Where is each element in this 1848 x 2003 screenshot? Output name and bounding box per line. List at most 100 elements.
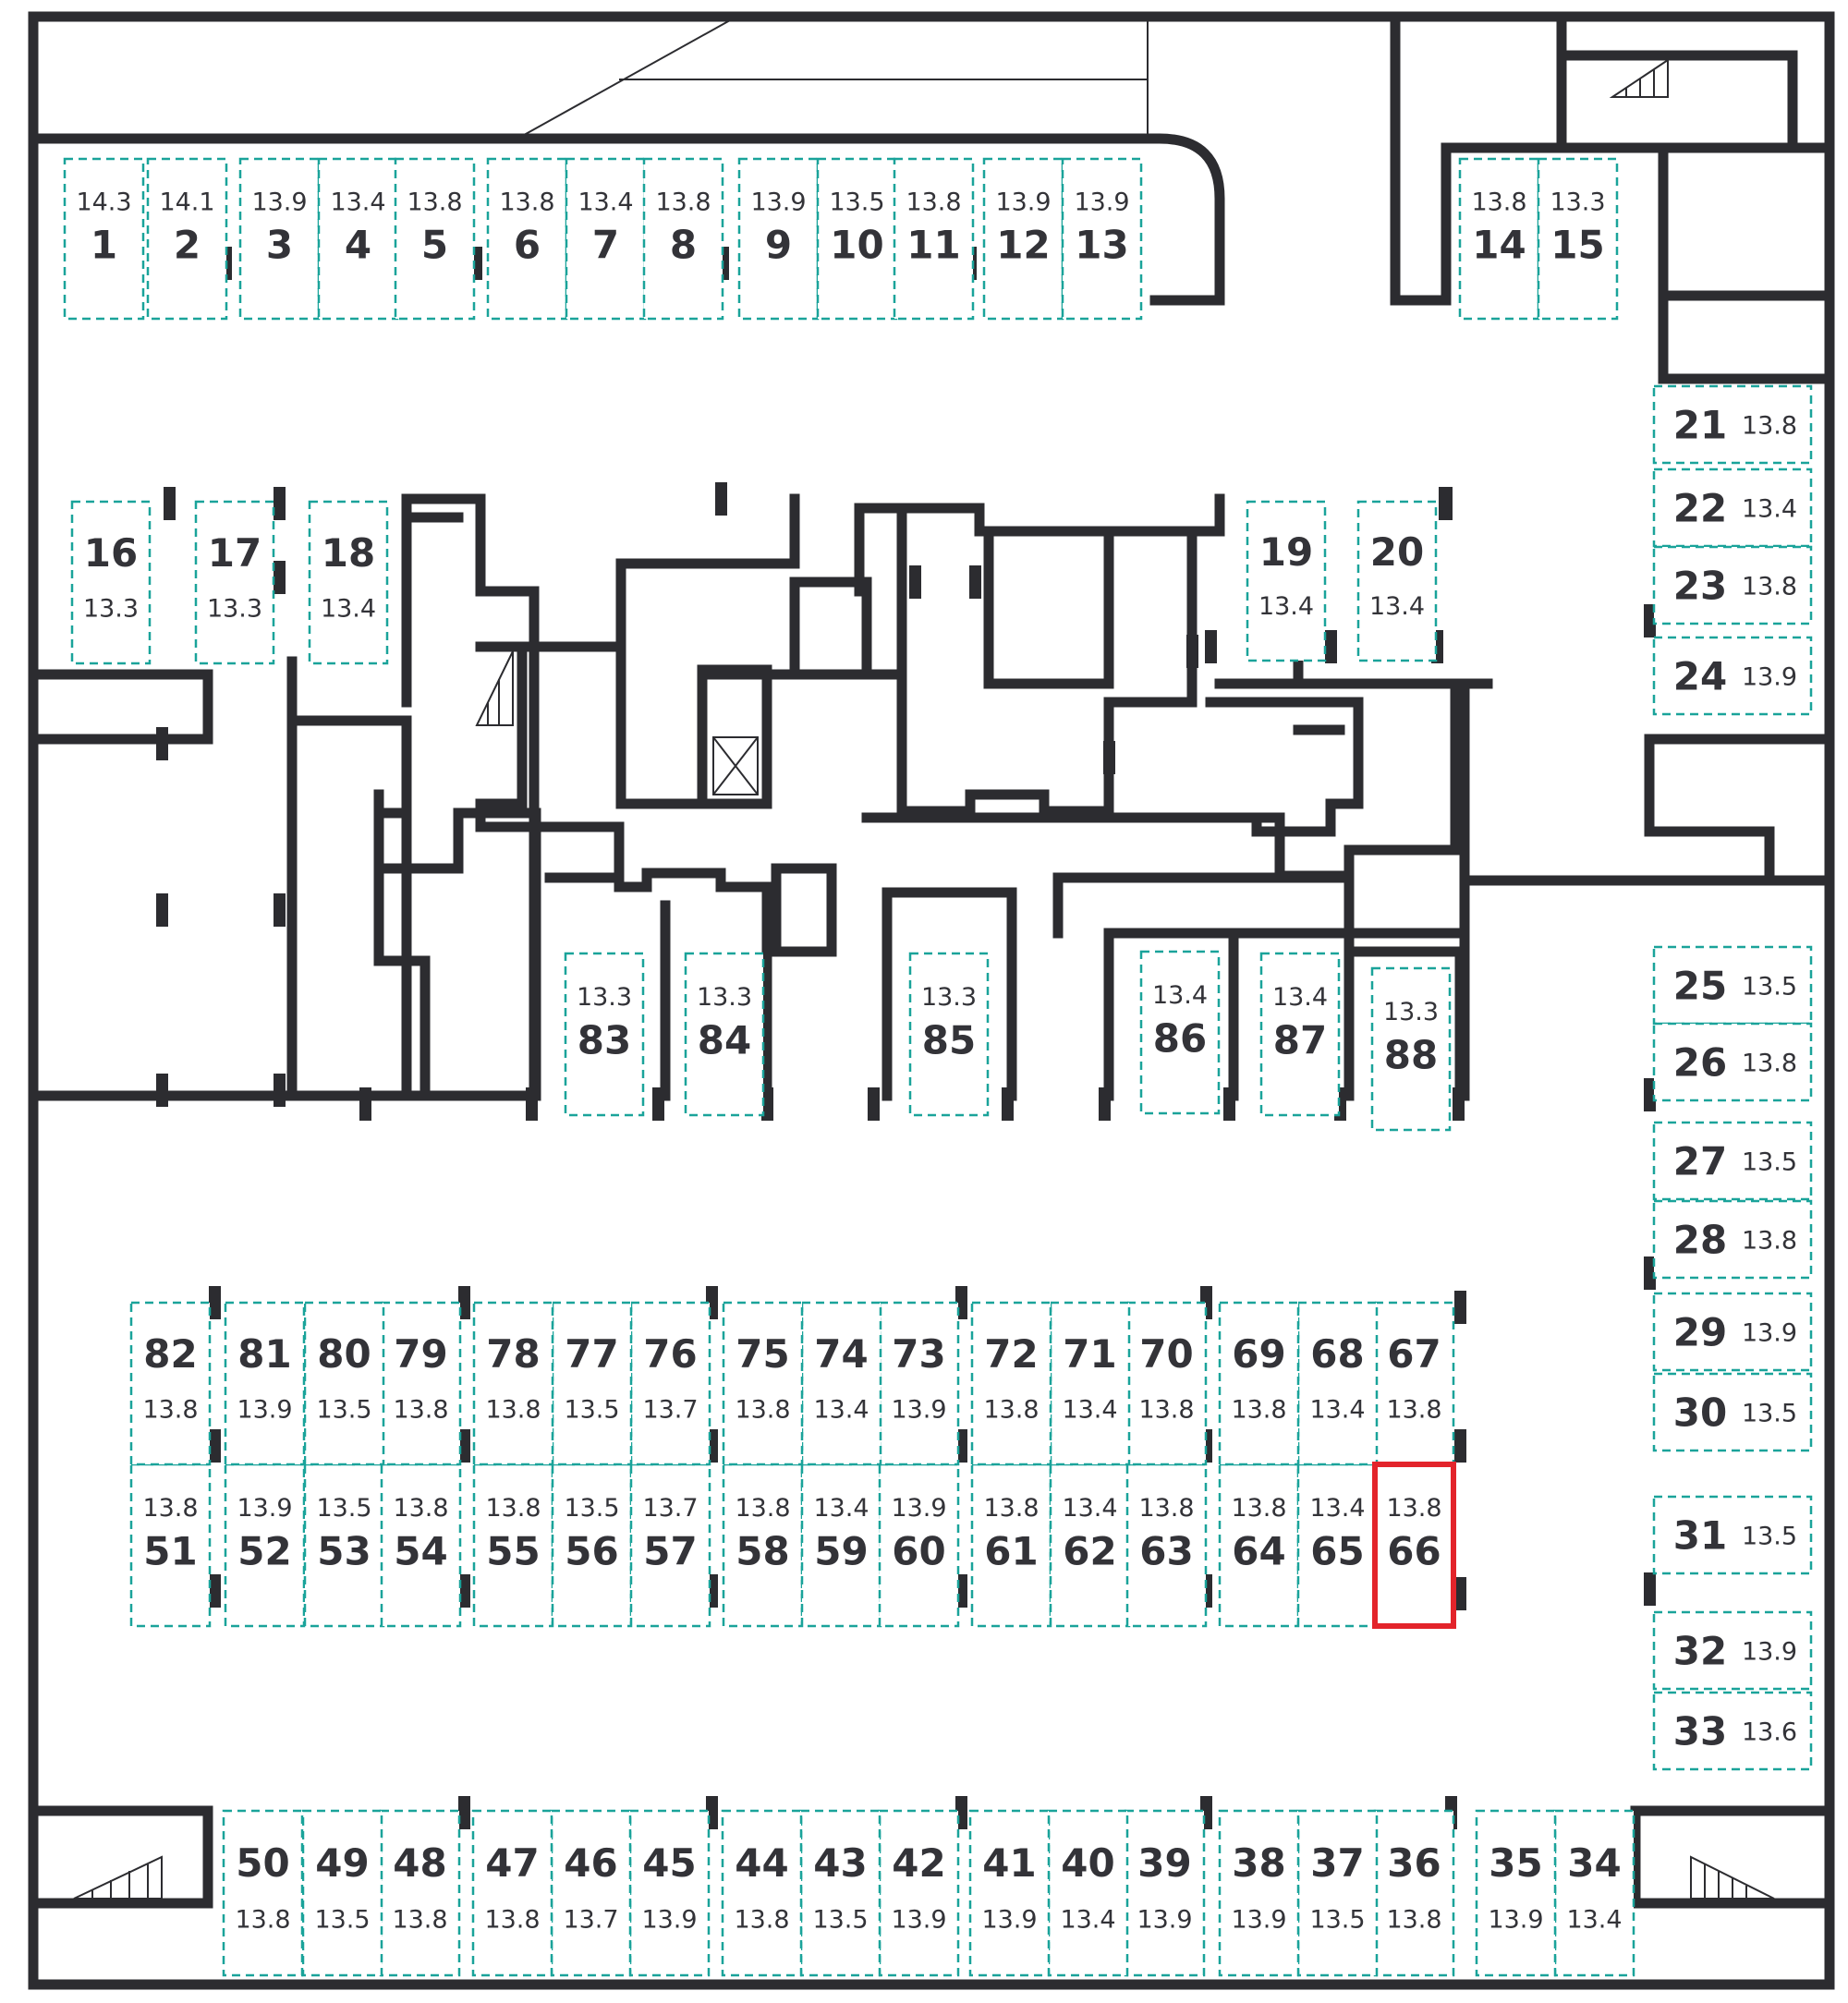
space-number: 27: [1673, 1139, 1727, 1184]
parking-space-2[interactable]: 214.1: [146, 157, 228, 321]
parking-space-8[interactable]: 813.8: [642, 157, 724, 321]
parking-space-9[interactable]: 913.9: [737, 157, 820, 321]
space-number: 39: [1137, 1840, 1191, 1886]
lift-cross-lines: [712, 736, 759, 795]
space-number: 63: [1139, 1529, 1193, 1574]
pillar: [1454, 1291, 1466, 1324]
parking-space-4[interactable]: 413.4: [317, 157, 399, 321]
parking-space-3[interactable]: 313.9: [238, 157, 321, 321]
space-outline: [1049, 1301, 1131, 1466]
space-number: 62: [1063, 1529, 1116, 1574]
space-area: 13.8: [1386, 1395, 1441, 1424]
parking-space-5[interactable]: 513.8: [394, 157, 476, 321]
space-outline: [472, 1463, 554, 1628]
space-outline: [1652, 1610, 1813, 1691]
space-number: 54: [394, 1529, 447, 1574]
space-number: 1: [91, 222, 117, 267]
parking-space-1[interactable]: 114.3: [63, 157, 145, 321]
parking-space-6[interactable]: 613.8: [486, 157, 568, 321]
parking-space-7[interactable]: 713.4: [565, 157, 647, 321]
